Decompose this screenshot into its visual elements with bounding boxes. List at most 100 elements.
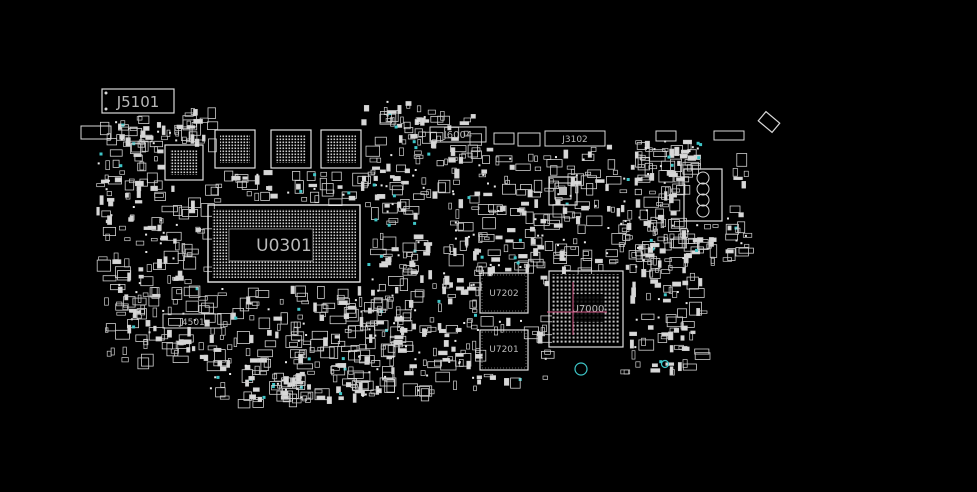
connector-j4501[interactable]: J4501: [162, 313, 222, 329]
connector-right-power[interactable]: [683, 168, 723, 222]
passive-footprint: [181, 243, 186, 253]
passive-footprint: [153, 146, 158, 153]
memory-chip-2[interactable]: [214, 129, 256, 169]
passive-footprint: [378, 283, 386, 292]
passive-footprint: [151, 287, 160, 299]
chip-u7201[interactable]: U7201: [479, 329, 529, 371]
connector-j5101[interactable]: J5101: [101, 88, 175, 114]
passive-footprint: [626, 178, 630, 181]
passive-footprint: [417, 241, 420, 244]
passive-footprint: [388, 218, 399, 223]
passive-footprint: [637, 157, 650, 171]
passive-footprint: [257, 396, 262, 402]
passive-footprint: [685, 253, 692, 259]
passive-footprint: [110, 214, 113, 217]
passive-footprint: [635, 199, 641, 208]
passive-footprint: [622, 234, 631, 241]
passive-footprint: [459, 153, 466, 159]
passive-footprint: [682, 359, 688, 368]
passive-footprint: [379, 377, 397, 387]
passive-footprint: [217, 360, 223, 367]
passive-footprint: [386, 210, 389, 213]
passive-footprint: [619, 189, 628, 194]
passive-footprint: [227, 344, 233, 350]
ic-square-middle[interactable]: [548, 176, 578, 206]
passive-footprint: [354, 299, 357, 302]
passive-footprint: [232, 307, 244, 320]
passive-footprint: [352, 172, 369, 187]
passive-footprint: [695, 248, 698, 252]
label-u7201: U7201: [489, 345, 519, 355]
passive-footprint: [109, 149, 123, 157]
passive-footprint: [427, 326, 437, 332]
connector-small-1[interactable]: [493, 132, 515, 145]
passive-footprint: [175, 139, 178, 142]
passive-footprint: [128, 127, 143, 142]
passive-footprint: [254, 175, 260, 185]
test-point-1[interactable]: [574, 362, 588, 376]
passive-footprint: [524, 229, 536, 238]
passive-footprint: [458, 199, 464, 209]
cpu-u0301[interactable]: U0301: [207, 204, 361, 283]
passive-footprint: [313, 187, 316, 190]
passive-footprint: [161, 334, 169, 340]
passive-footprint: [483, 192, 493, 197]
passive-footprint: [623, 177, 626, 180]
passive-footprint: [454, 168, 460, 179]
passive-footprint: [605, 184, 609, 192]
passive-footprint: [543, 155, 552, 160]
connector-small-3[interactable]: [655, 130, 677, 142]
passive-footprint: [260, 191, 270, 201]
passive-footprint: [390, 154, 393, 157]
memory-chip-1[interactable]: [164, 144, 204, 181]
passive-footprint: [105, 323, 116, 332]
passive-footprint: [694, 348, 710, 355]
connector-small-4[interactable]: [713, 130, 745, 141]
passive-footprint: [135, 180, 144, 187]
chip-u7000[interactable]: U7000: [547, 270, 624, 348]
passive-footprint: [647, 325, 654, 330]
passive-footprint: [136, 308, 147, 320]
passive-footprint: [416, 105, 422, 113]
passive-footprint: [663, 284, 672, 293]
passive-footprint: [171, 185, 175, 192]
connector-j6004[interactable]: J6004: [429, 126, 487, 143]
passive-footprint: [372, 238, 378, 248]
passive-footprint: [172, 355, 189, 364]
passive-footprint: [727, 248, 736, 261]
passive-footprint: [459, 121, 470, 126]
passive-footprint: [162, 309, 165, 312]
connector-small-2[interactable]: [517, 132, 541, 147]
memory-chip-3[interactable]: [270, 129, 312, 169]
connector-j3102[interactable]: J3102: [544, 130, 606, 147]
test-point-2[interactable]: [660, 359, 670, 369]
passive-footprint: [175, 241, 180, 251]
passive-footprint: [145, 251, 148, 253]
memory-chip-4[interactable]: [320, 129, 362, 169]
passive-footprint: [156, 122, 162, 128]
passive-footprint: [417, 139, 421, 146]
passive-footprint: [348, 350, 351, 353]
passive-footprint: [184, 279, 192, 285]
passive-footprint: [672, 183, 686, 196]
rotated-component[interactable]: [757, 110, 781, 134]
passive-footprint: [161, 205, 178, 213]
passive-footprint: [338, 396, 344, 401]
passive-footprint: [178, 206, 190, 220]
passive-footprint: [338, 300, 348, 305]
passive-footprint: [124, 294, 129, 301]
passive-footprint: [402, 242, 416, 253]
passive-footprint: [337, 185, 343, 189]
passive-footprint: [125, 137, 131, 147]
passive-footprint: [135, 334, 148, 342]
passive-footprint: [533, 179, 543, 194]
passive-footprint: [674, 344, 684, 350]
passive-footprint: [489, 263, 492, 266]
passive-footprint: [453, 247, 457, 257]
chip-u7202[interactable]: U7202: [479, 272, 529, 314]
passive-footprint: [668, 219, 680, 232]
passive-footprint: [559, 257, 566, 261]
passive-footprint: [285, 388, 287, 391]
connector-left-small[interactable]: [80, 125, 112, 140]
